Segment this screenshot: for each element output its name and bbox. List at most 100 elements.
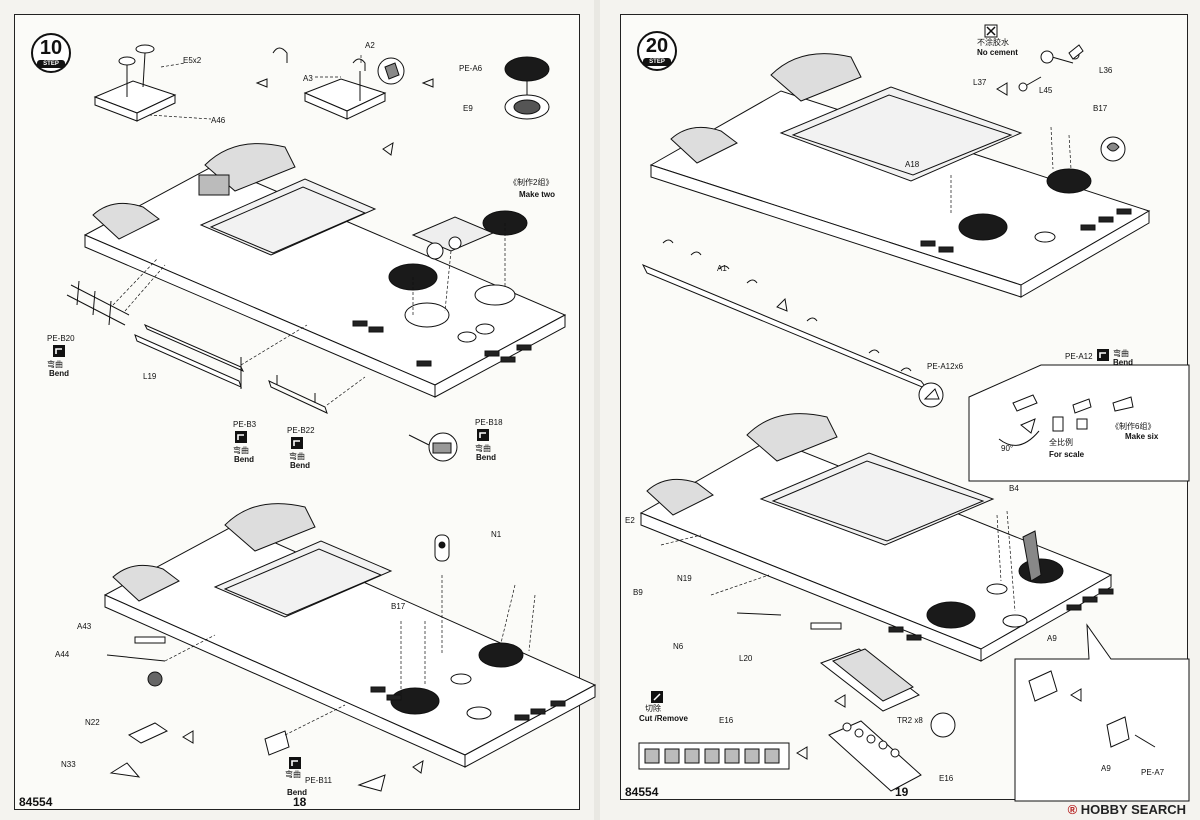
label-pe-a12x6: PE-A12x6 (927, 362, 964, 371)
part-a1-rail (641, 239, 929, 391)
watermark-brand: HOBBY SEARCH (1080, 802, 1186, 817)
label-n22: N22 (85, 718, 100, 727)
label-a44: A44 (55, 650, 70, 659)
label-scale-cn: 全比例 (1049, 437, 1073, 447)
svg-text:Bend: Bend (287, 788, 307, 797)
label-pe-b3: PE-B3 (233, 420, 257, 429)
part-l19-rail (134, 323, 245, 389)
part-a2-plate (272, 47, 405, 120)
part-n22-bracket (109, 722, 169, 778)
label-angle: 90° (1001, 444, 1013, 453)
part-pe-b22-strip (268, 375, 328, 414)
label-e9: E9 (463, 104, 473, 113)
inset-pe-a12-bend (968, 364, 1190, 482)
svg-text:弯曲: 弯曲 (285, 769, 301, 779)
bend-icon: 弯曲 Bend (475, 429, 496, 462)
watermark: ® HOBBY SEARCH (1068, 802, 1186, 817)
label-e5x2: E5x2 (183, 56, 202, 65)
label-inset-pe-a12: PE-A12 (1065, 352, 1093, 361)
svg-text:Bend: Bend (290, 461, 310, 470)
bend-icon: 弯曲 Bend (285, 757, 307, 797)
page-number: 18 (293, 795, 307, 809)
part-l36-lever (1018, 44, 1084, 92)
label-pe-a6: PE-A6 (459, 64, 483, 73)
label-a1: A1 (717, 264, 727, 273)
svg-text:Bend: Bend (49, 369, 69, 378)
label-b4: B4 (1009, 484, 1019, 493)
label-no-cement-en: No cement (977, 48, 1018, 57)
label-e2: E2 (625, 516, 635, 525)
svg-text:Bend: Bend (1113, 358, 1133, 367)
kit-code: 84554 (625, 785, 659, 799)
bend-icon: 弯曲 Bend (1097, 348, 1133, 367)
page-number: 19 (895, 785, 909, 799)
bend-icon: 弯曲 Bend (289, 437, 310, 470)
label-l36: L36 (1099, 66, 1113, 75)
label-n33: N33 (61, 760, 76, 769)
svg-text:Bend: Bend (234, 455, 254, 464)
part-a44-shaft (106, 636, 166, 687)
instruction-page-right: 20 STEP (620, 14, 1190, 802)
label-pe-b20: PE-B20 (47, 334, 75, 343)
label-cut-en: Cut /Remove (639, 714, 688, 723)
page-gutter (594, 0, 600, 820)
label-scale-en: For scale (1049, 450, 1085, 459)
label-e16: E16 (719, 716, 734, 725)
hull-upper (83, 143, 567, 398)
label-l37: L37 (973, 78, 987, 87)
part-e16-strip (638, 742, 790, 770)
svg-text:弯曲: 弯曲 (233, 445, 249, 455)
svg-text:弯曲: 弯曲 (1113, 348, 1129, 358)
instruction-page-left: 10 STEP (14, 14, 597, 810)
label-a43: A43 (77, 622, 92, 631)
label-n1: N1 (491, 530, 502, 539)
label-n6: N6 (673, 642, 684, 651)
label-l19: L19 (143, 372, 157, 381)
part-pe-b11 (264, 730, 386, 792)
part-pe-b20-frame (66, 280, 130, 326)
svg-text:弯曲: 弯曲 (289, 451, 305, 461)
part-tr2-assembly (828, 720, 922, 792)
part-a46-plate (93, 44, 177, 122)
label-a2: A2 (365, 41, 375, 50)
step-badge: 10 STEP (31, 33, 71, 73)
step-label: STEP (37, 60, 65, 68)
watermark-mark: ® (1067, 802, 1078, 817)
label-pe-b18: PE-B18 (475, 418, 503, 427)
label-a18: A18 (905, 160, 920, 169)
label-b17: B17 (391, 602, 406, 611)
label-l20: L20 (739, 654, 753, 663)
label-no-cement-cn: 不涂胶水 (977, 37, 1009, 47)
label-n19: N19 (677, 574, 692, 583)
svg-text:弯曲: 弯曲 (475, 443, 491, 453)
label-b17: B17 (1093, 104, 1108, 113)
bend-icon: 弯曲 Bend (47, 345, 69, 378)
label-e16b: E16 (939, 774, 954, 783)
part-track-links (736, 612, 920, 712)
label-a9: A9 (1047, 634, 1057, 643)
label-pe-a7: PE-A7 (1141, 768, 1165, 777)
hull-lower (103, 503, 597, 768)
cut-remove-icon (651, 691, 663, 703)
detail-n1 (434, 534, 450, 562)
hull-upper (649, 53, 1151, 298)
svg-text:Bend: Bend (476, 453, 496, 462)
bend-icon: 弯曲 Bend (233, 431, 254, 464)
direction-arrows (255, 78, 434, 156)
label-a46: A46 (211, 116, 226, 125)
detail-pe-a12 (918, 136, 1126, 738)
hull-lower (639, 413, 1114, 662)
label-make-two-cn: 《制作2组》 (509, 177, 553, 187)
label-l45: L45 (1039, 86, 1053, 95)
label-make-six-en: Make six (1125, 432, 1159, 441)
inset-a9-detail (1014, 623, 1190, 802)
step-number: 10 (39, 37, 63, 59)
label-pe-b22: PE-B22 (287, 426, 315, 435)
label-make-two-en: Make two (519, 190, 555, 199)
assembly-diagram-left: E5x2 A46 A2 A3 PE-A6 E9 《制作2组》 Make two … (47, 41, 597, 797)
label-b9: B9 (633, 588, 643, 597)
step-label: STEP (643, 58, 671, 66)
step-number: 20 (645, 35, 669, 57)
detail-pe-b18 (408, 432, 458, 462)
step-badge: 20 STEP (637, 31, 677, 71)
